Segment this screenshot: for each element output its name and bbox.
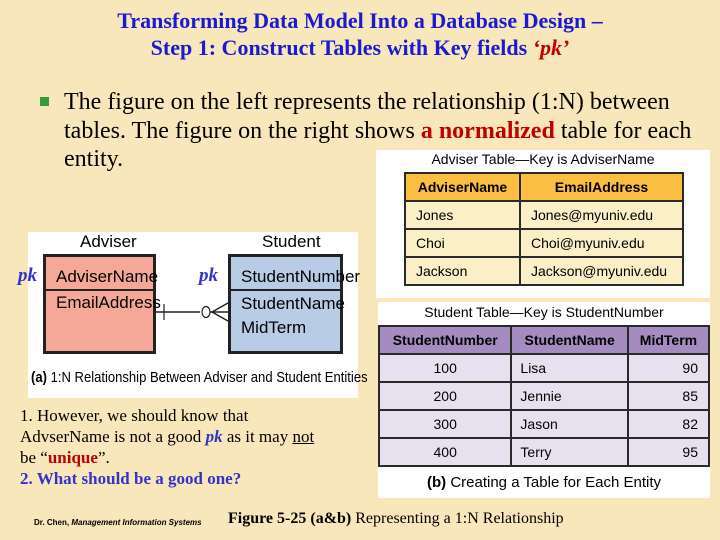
note-1-line2: AdvserName is not a good pk as it may no… [20, 426, 370, 447]
one-to-many-connector [156, 302, 229, 322]
cell: Choi@myuniv.edu [518, 228, 685, 258]
column-header: AdviserName [404, 172, 521, 202]
course: Management Information Systems [71, 518, 202, 527]
text: as it may [222, 427, 293, 446]
text: be “ [20, 448, 48, 467]
notes: 1. However, we should know that AdvserNa… [20, 405, 370, 489]
adviser-entity-title: Adviser [80, 232, 137, 251]
unique-text: unique [47, 448, 98, 467]
note-2: 2. What should be a good one? [20, 469, 242, 488]
figure-b-caption: (b) Creating a Table for Each Entity [378, 474, 710, 491]
student-pk-label: pk [199, 265, 218, 286]
caption-text: 1:N Relationship Between Adviser and Stu… [46, 370, 368, 386]
pk-text: pk [205, 427, 223, 446]
adviser-entity: AdviserName EmailAddress [43, 254, 161, 354]
cell: Jones [404, 200, 521, 230]
adviser-table-caption: Adviser Table—Key is AdviserName [431, 151, 655, 167]
caption-label: (b) [427, 474, 447, 491]
adviser-table-panel: Adviser Table—Key is AdviserName Adviser… [376, 150, 710, 298]
slide-title-line1: Transforming Data Model Into a Database … [117, 8, 603, 33]
adviser-key: AdviserName [46, 257, 158, 291]
figure-number: Figure 5-25 (a&b) [228, 510, 352, 527]
column-header: StudentName [510, 325, 629, 355]
er-diagram-panel: Adviser Student AdviserName EmailAddress… [28, 232, 368, 398]
cell: 200 [377, 381, 513, 411]
cell: 400 [377, 437, 513, 467]
bullet-text-a: The figure on the left represents the re… [64, 89, 670, 144]
cell: 85 [626, 381, 711, 411]
caption-text: Creating a Table for Each Entity [446, 474, 661, 491]
title-text: Step 1: Construct Tables with Key fields [150, 35, 533, 60]
note-1-line1: 1. However, we should know that [20, 406, 249, 425]
text: ”. [97, 448, 110, 467]
cell: Terry [510, 437, 629, 467]
cell: Jackson [404, 256, 521, 286]
bullet-highlight: a normalized [420, 117, 555, 144]
cell: 100 [377, 353, 513, 383]
bullet-icon [40, 97, 49, 106]
column-header: EmailAddress [518, 172, 685, 202]
student-entity: StudentNumber StudentName MidTerm [228, 254, 360, 354]
cell: Choi [404, 228, 521, 258]
student-table-caption: Student Table—Key is StudentNumber [424, 304, 664, 320]
text: AdvserName is not a good [20, 427, 206, 446]
caption-label: (a) [31, 370, 47, 386]
cell: 82 [626, 409, 711, 439]
cell: Jackson@myuniv.edu [518, 256, 685, 286]
cell: Lisa [510, 353, 629, 383]
student-entity-title: Student [262, 232, 321, 251]
cell: Jones@myuniv.edu [518, 200, 685, 230]
figure-text: Representing a 1:N Relationship [351, 510, 564, 527]
cell: Jason [510, 409, 629, 439]
footer-author: Dr. Chen, Management Information Systems [34, 518, 202, 527]
bullet-text-b: table for each entity. [64, 117, 692, 173]
column-header: StudentNumber [377, 325, 513, 355]
column-header: MidTerm [626, 325, 711, 355]
not-text: not [292, 427, 315, 446]
slide-title-line2: Step 1: Construct Tables with Key fields… [0, 35, 720, 61]
cell: 90 [626, 353, 711, 383]
author: Dr. Chen, [34, 518, 72, 527]
adviser-attribute: EmailAddress [56, 293, 161, 312]
cell: Jennie [510, 381, 629, 411]
note-1-line3: be “unique”. [20, 447, 370, 468]
student-attribute: MidTerm [241, 318, 307, 337]
adviser-pk-label: pk [18, 265, 37, 286]
cell: 95 [626, 437, 711, 467]
student-attribute: StudentName [241, 294, 345, 313]
title-pk: ‘pk’ [532, 35, 570, 60]
figure-a-caption: (a) 1:N Relationship Between Adviser and… [31, 370, 368, 386]
figure-reference: Figure 5-25 (a&b) Representing a 1:N Rel… [228, 510, 564, 528]
bullet-text: The figure on the left represents the re… [64, 88, 704, 174]
student-key: StudentNumber [231, 257, 360, 291]
student-table-panel: Student Table—Key is StudentNumber Stude… [377, 302, 711, 498]
cell: 300 [377, 409, 513, 439]
